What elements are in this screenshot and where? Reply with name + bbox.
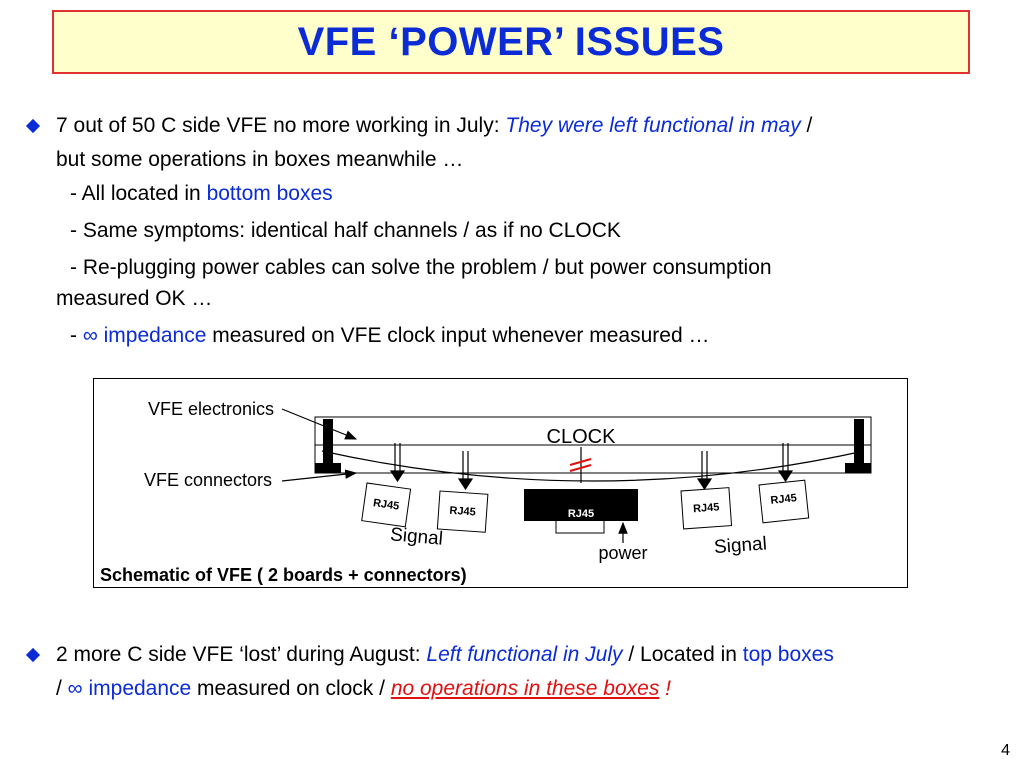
sub-item-3-line-2: measured OK …: [56, 287, 213, 310]
slide-title: VFE ‘POWER’ ISSUES: [297, 19, 725, 64]
clock-break-mark-1: [569, 458, 592, 466]
rj45-label-5: RJ45: [770, 492, 797, 507]
bullet-1-slash: /: [800, 114, 813, 137]
title-box: VFE ‘POWER’ ISSUES: [52, 10, 970, 74]
rj45-connector-2: RJ45: [436, 490, 489, 533]
rj45-connector-1: RJ45: [361, 482, 412, 528]
arrow-electronics: [281, 408, 358, 440]
right-foot: [845, 463, 871, 473]
rj45-label-3: RJ45: [568, 508, 594, 520]
bullet-2-line-2: / ∞ impedance measured on clock / no ope…: [56, 672, 1006, 706]
sub-item-1-text: - All located in: [70, 182, 207, 205]
arrow-connectors: [281, 469, 358, 482]
bullet-2: 2 more C side VFE ‘lost’ during August: …: [56, 638, 1006, 706]
bullet-1-lead: 7 out of 50 C side VFE no more working i…: [56, 114, 506, 137]
label-power: power: [598, 543, 647, 563]
sub-item-4-rest: measured on VFE clock input whenever mea…: [206, 324, 710, 347]
label-clock: CLOCK: [547, 426, 617, 448]
rj45-connector-4: RJ45: [680, 487, 733, 530]
left-foot: [315, 463, 341, 473]
page-number: 4: [1001, 742, 1010, 759]
bullet-diamond-icon-2: [25, 647, 41, 663]
rj45-label-1: RJ45: [372, 497, 400, 513]
label-signal-right: Signal: [713, 533, 767, 558]
signal-arrows: [389, 443, 794, 491]
schematic-frame: VFE electronics VFE connectors CLOCK RJ4…: [93, 378, 908, 588]
bullet-diamond-icon: [25, 118, 41, 134]
bullet-1-italic: They were left functional in may: [505, 114, 801, 137]
bullet-2-mid: / Located in: [622, 643, 743, 666]
bullet-2-red: no operations in these boxes: [390, 677, 660, 700]
rj45-connector-3: [524, 489, 638, 521]
clock-break-mark-2: [569, 464, 592, 472]
bullet-1: 7 out of 50 C side VFE no more working i…: [56, 109, 1006, 353]
schematic-diagram: VFE electronics VFE connectors CLOCK RJ4…: [100, 399, 872, 585]
rj45-center-base: [555, 518, 605, 534]
sub-item-1-blue: bottom boxes: [206, 182, 333, 205]
bullet-2-symbol: ∞ impedance: [67, 677, 192, 700]
sub-item-3-line-1: - Re-plugging power cables can solve the…: [70, 256, 772, 279]
bullet-2-lead: 2 more C side VFE ‘lost’ during August:: [56, 643, 427, 666]
sub-item-4: - ∞ impedance measured on VFE clock inpu…: [56, 319, 1006, 353]
bullet-2-line-2-mid: measured on clock /: [191, 677, 391, 700]
sub-item-4-prefix: -: [70, 324, 83, 347]
label-vfe-electronics: VFE electronics: [148, 399, 274, 419]
sub-item-4-blue: ∞ impedance: [82, 324, 207, 347]
label-signal-left: Signal: [389, 524, 443, 550]
sub-item-1: - All located in bottom boxes: [56, 177, 1006, 211]
board-curve: [321, 450, 865, 482]
schematic-caption: Schematic of VFE ( 2 boards + connectors…: [100, 565, 467, 585]
bullet-1-line-1: 7 out of 50 C side VFE no more working i…: [56, 109, 1006, 143]
right-post: [854, 419, 864, 465]
bullet-2-exclamation: !: [659, 677, 672, 700]
bullet-2-slash: /: [56, 677, 68, 700]
bullet-2-line-1: 2 more C side VFE ‘lost’ during August: …: [56, 638, 1006, 672]
rj45-label-4: RJ45: [693, 501, 720, 515]
bullet-1-line-2: but some operations in boxes meanwhile …: [56, 148, 464, 171]
bullet-2-italic: Left functional in July: [426, 643, 623, 666]
rj45-connector-5: RJ45: [758, 479, 810, 524]
sub-item-2: - Same symptoms: identical half channels…: [70, 219, 621, 242]
rj45-label-2: RJ45: [449, 505, 476, 519]
bullet-2-blue: top boxes: [742, 643, 834, 666]
left-post: [323, 419, 333, 465]
label-vfe-connectors: VFE connectors: [144, 470, 272, 490]
